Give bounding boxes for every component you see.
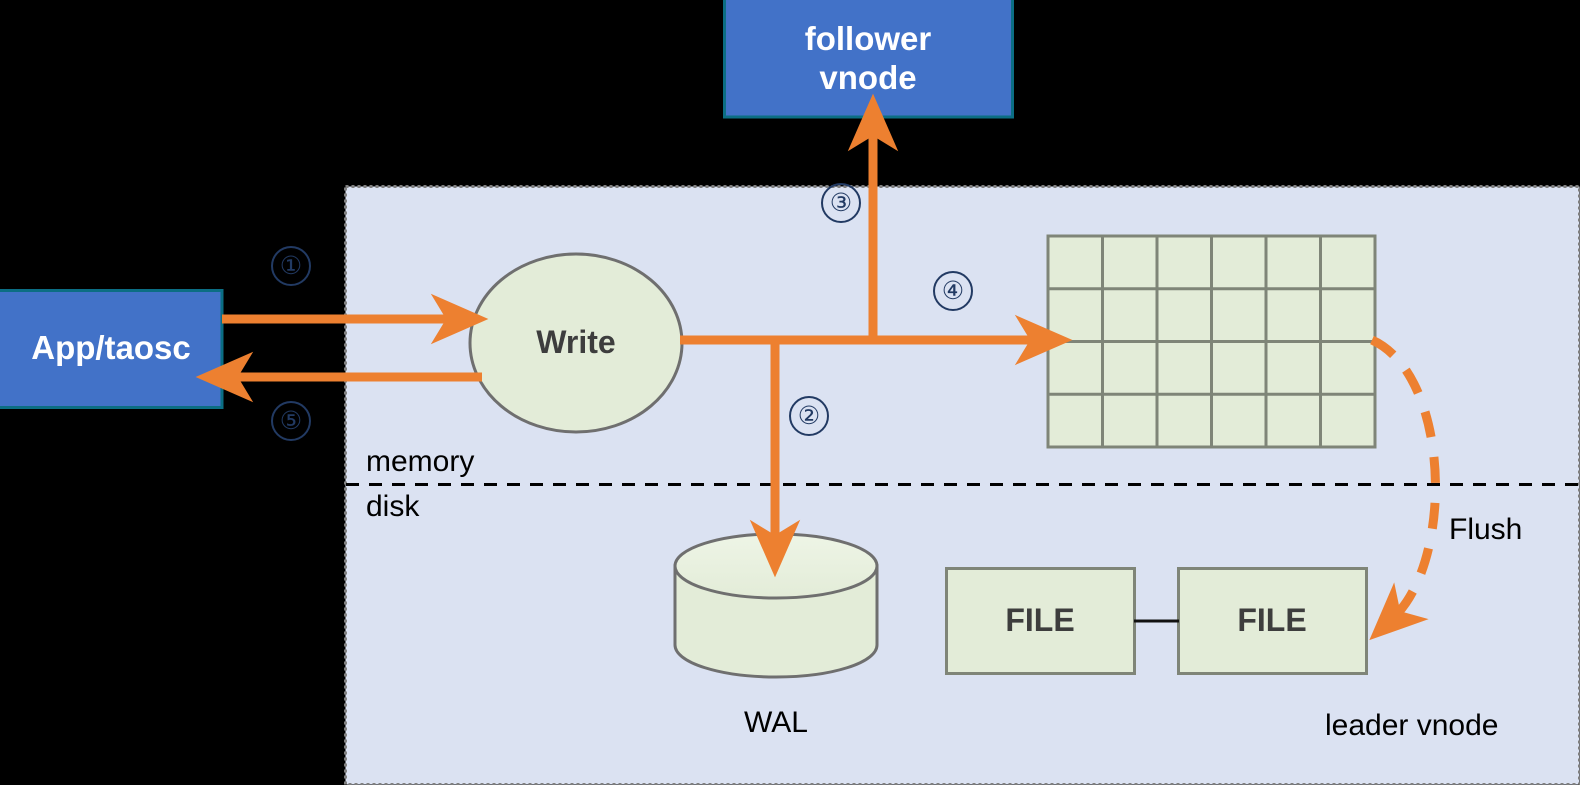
file-box-left[interactable] xyxy=(945,567,1136,675)
write-ellipse[interactable] xyxy=(468,252,684,434)
wal-cylinder xyxy=(673,532,879,679)
follower-vnode-box[interactable] xyxy=(723,0,1014,119)
step-badge-2: ② xyxy=(789,396,829,436)
memtable-grid xyxy=(1046,234,1377,449)
step-badge-4: ④ xyxy=(933,271,973,311)
app-taosc-box[interactable] xyxy=(0,289,224,409)
step-badge-5: ⑤ xyxy=(271,401,311,441)
file-box-right[interactable] xyxy=(1177,567,1368,675)
step-badge-3: ③ xyxy=(821,183,861,223)
step-badge-1: ① xyxy=(271,246,311,286)
arrow-flush xyxy=(1369,335,1440,641)
